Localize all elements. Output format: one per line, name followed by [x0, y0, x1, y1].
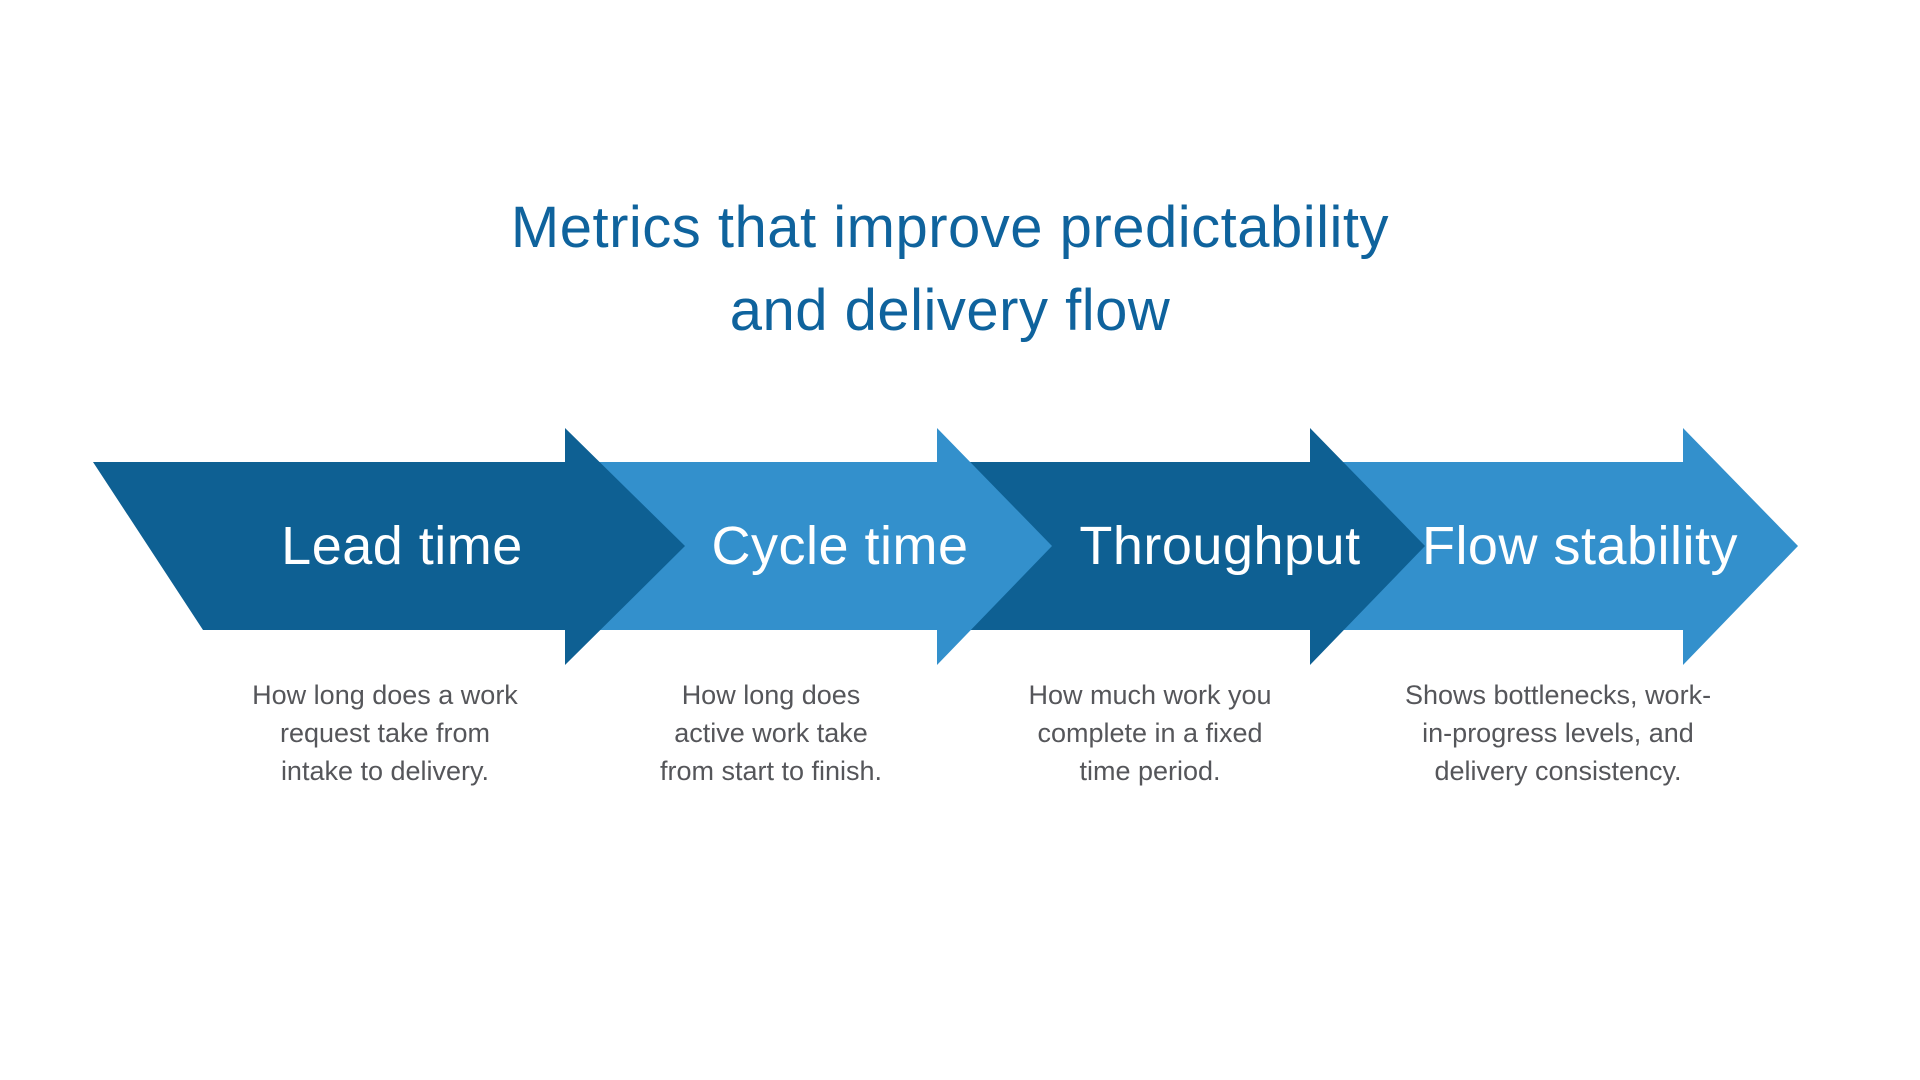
- description-line: active work take: [674, 718, 868, 748]
- description-line: from start to finish.: [659, 756, 883, 786]
- arrow-label-lead-time: Lead time: [281, 516, 523, 576]
- description-line: How long does a work: [252, 680, 518, 710]
- description-line: time period.: [1079, 756, 1221, 786]
- description-line: intake to delivery.: [280, 756, 490, 786]
- diagram-title: Metrics that improve predictability and …: [0, 186, 1900, 352]
- arrow-label-flow-stability: Flow stability: [1421, 516, 1739, 576]
- description-line: delivery consistency.: [1434, 756, 1682, 786]
- arrow-shape-flow-stability: [1310, 428, 1798, 665]
- arrow-shape-lead-time: [93, 428, 685, 665]
- description-line: request take from: [279, 718, 491, 748]
- arrow-label-throughput: Throughput: [1079, 516, 1361, 576]
- arrow-label-cycle-time: Cycle time: [711, 516, 969, 576]
- description-line: How much work you: [1028, 680, 1272, 710]
- diagram-title-line1: Metrics that improve predictability: [510, 195, 1390, 260]
- description-line: Shows bottlenecks, work-: [1404, 680, 1712, 710]
- arrow-shape-throughput: [937, 428, 1425, 665]
- arrow-shape-cycle-time: [565, 428, 1052, 665]
- description-cycle-time: How long does active work take from star…: [561, 676, 981, 790]
- description-line: complete in a fixed: [1037, 718, 1263, 748]
- diagram-title-line2: and delivery flow: [729, 278, 1171, 343]
- description-flow-stability: Shows bottlenecks, work- in-progress lev…: [1348, 676, 1768, 790]
- description-line: in-progress levels, and: [1422, 718, 1694, 748]
- description-throughput: How much work you complete in a fixed ti…: [940, 676, 1360, 790]
- description-line: How long does: [681, 680, 861, 710]
- description-lead-time: How long does a work request take from i…: [175, 676, 595, 790]
